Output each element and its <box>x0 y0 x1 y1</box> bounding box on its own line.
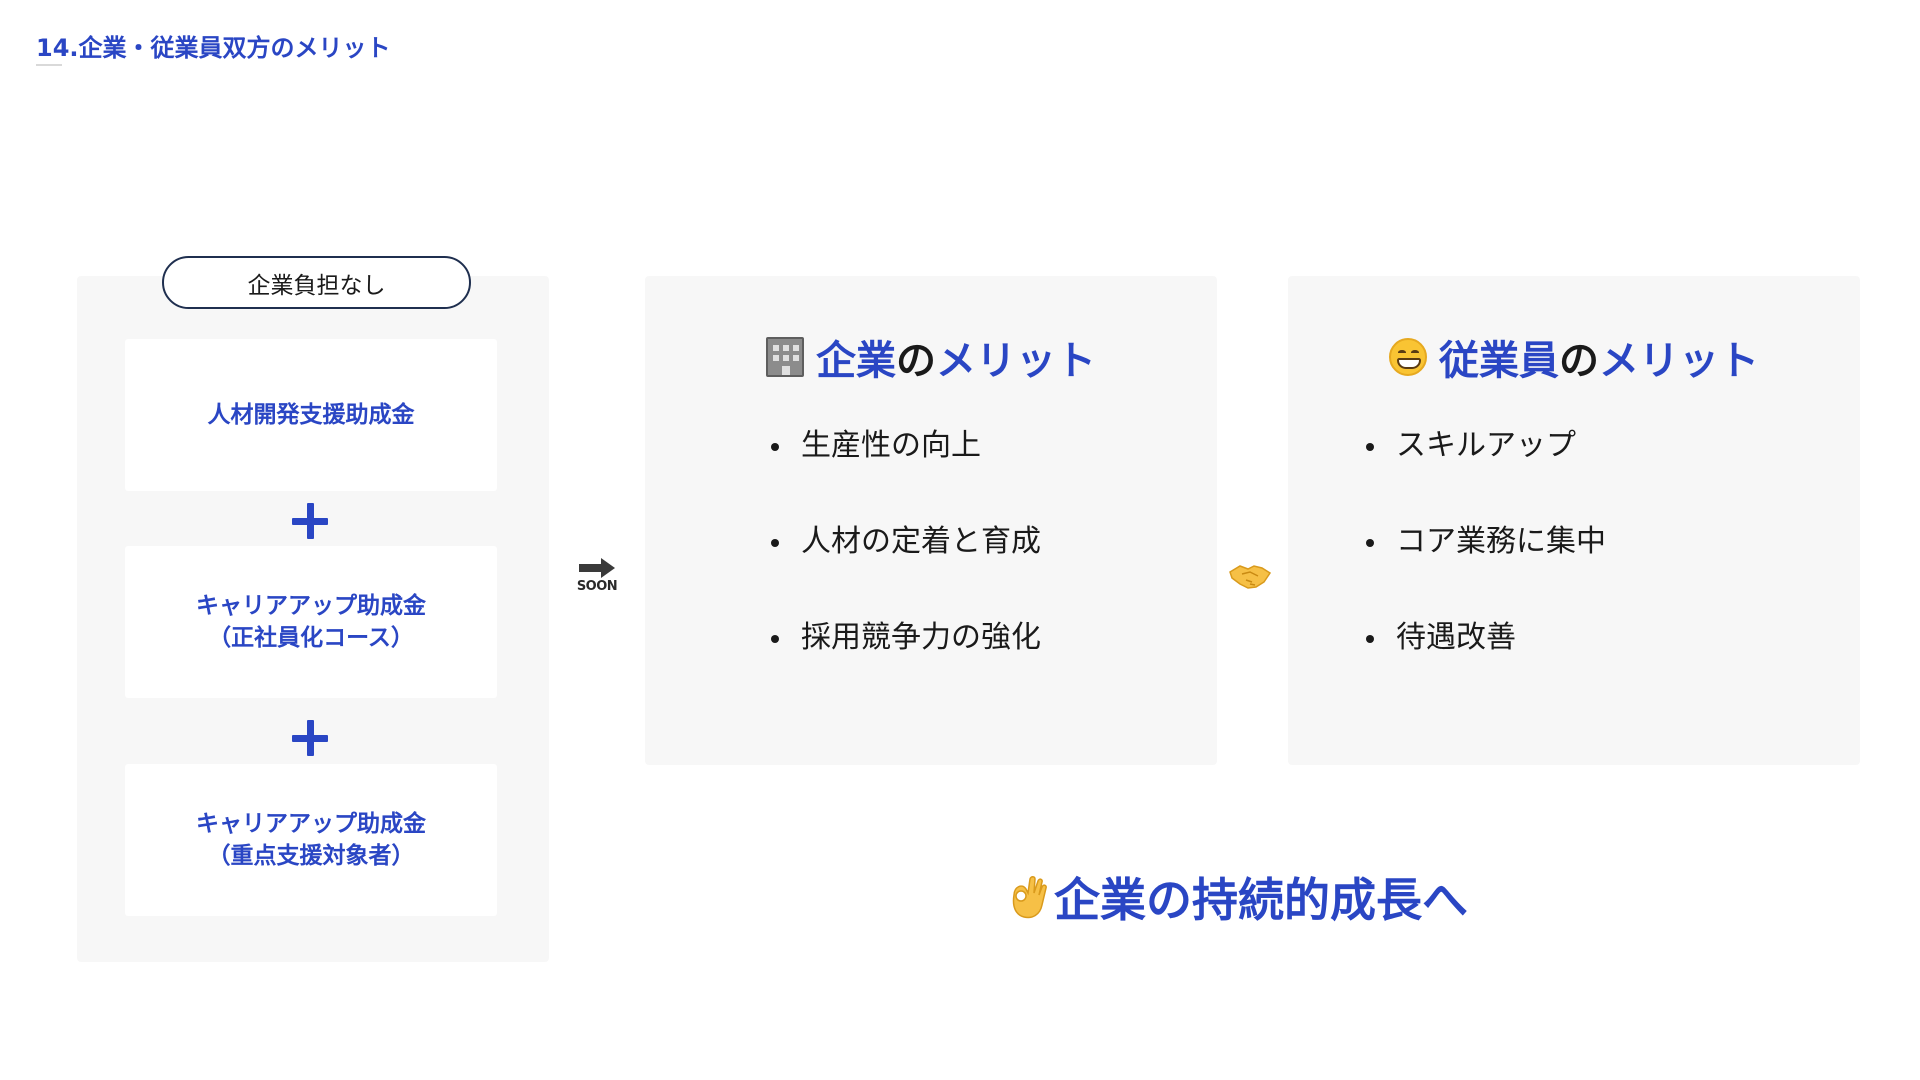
employee-merit-list: スキルアップ コア業務に集中 待遇改善 <box>1360 426 1606 714</box>
heading-subject: 従業員 <box>1439 338 1559 384</box>
office-building-icon <box>766 337 804 377</box>
heading-rest: メリット <box>1599 338 1759 384</box>
grinning-face-icon <box>1389 338 1427 376</box>
subsidy-card-title: キャリアアップ助成金 <box>196 811 426 837</box>
plus-icon <box>286 714 334 762</box>
soon-arrow-icon: SOON <box>574 556 620 600</box>
heading-particle: の <box>896 338 936 384</box>
list-item: 人材の定着と育成 <box>765 522 1041 618</box>
subsidy-card-career-up-regular: キャリアアップ助成金 （正社員化コース） <box>125 546 497 698</box>
no-burden-badge: 企業負担なし <box>162 256 471 309</box>
subsidy-card-title: キャリアアップ助成金 <box>196 593 426 619</box>
conclusion-text: 企業の持続的成長へ <box>1054 873 1468 927</box>
subsidy-card-title: 人材開発支援助成金 <box>207 402 415 428</box>
employee-merit-heading: 従業員 の メリット <box>1288 328 1860 386</box>
company-merit-list: 生産性の向上 人材の定着と育成 採用競争力の強化 <box>765 426 1041 714</box>
ok-hand-icon <box>1012 876 1047 919</box>
list-item: スキルアップ <box>1360 426 1606 522</box>
subsidy-card-subtitle: （重点支援対象者） <box>207 843 415 869</box>
subsidy-card-subtitle: （正社員化コース） <box>208 625 414 651</box>
list-item: 待遇改善 <box>1360 618 1606 714</box>
company-merit-heading: 企業 の メリット <box>645 328 1217 386</box>
conclusion: 企業の持続的成長へ <box>1004 864 1468 930</box>
handshake-icon <box>1229 565 1272 589</box>
heading-rest: メリット <box>936 338 1096 384</box>
subsidy-card-career-up-priority: キャリアアップ助成金 （重点支援対象者） <box>125 764 497 916</box>
list-item: コア業務に集中 <box>1360 522 1606 618</box>
arrow-right-icon <box>579 558 615 578</box>
soon-label: SOON <box>576 579 618 594</box>
employee-merit-card: 従業員 の メリット スキルアップ コア業務に集中 待遇改善 <box>1288 276 1860 765</box>
plus-icon <box>286 497 334 545</box>
list-item: 生産性の向上 <box>765 426 1041 522</box>
heading-particle: の <box>1559 338 1599 384</box>
company-merit-card: 企業 の メリット 生産性の向上 人材の定着と育成 採用競争力の強化 <box>645 276 1217 765</box>
title-underline <box>36 64 62 66</box>
subsidy-card-talent-development: 人材開発支援助成金 <box>125 339 497 491</box>
heading-subject: 企業 <box>816 338 896 384</box>
slide-title: 14.企業・従業員双方のメリット <box>36 34 391 62</box>
list-item: 採用競争力の強化 <box>765 618 1041 714</box>
